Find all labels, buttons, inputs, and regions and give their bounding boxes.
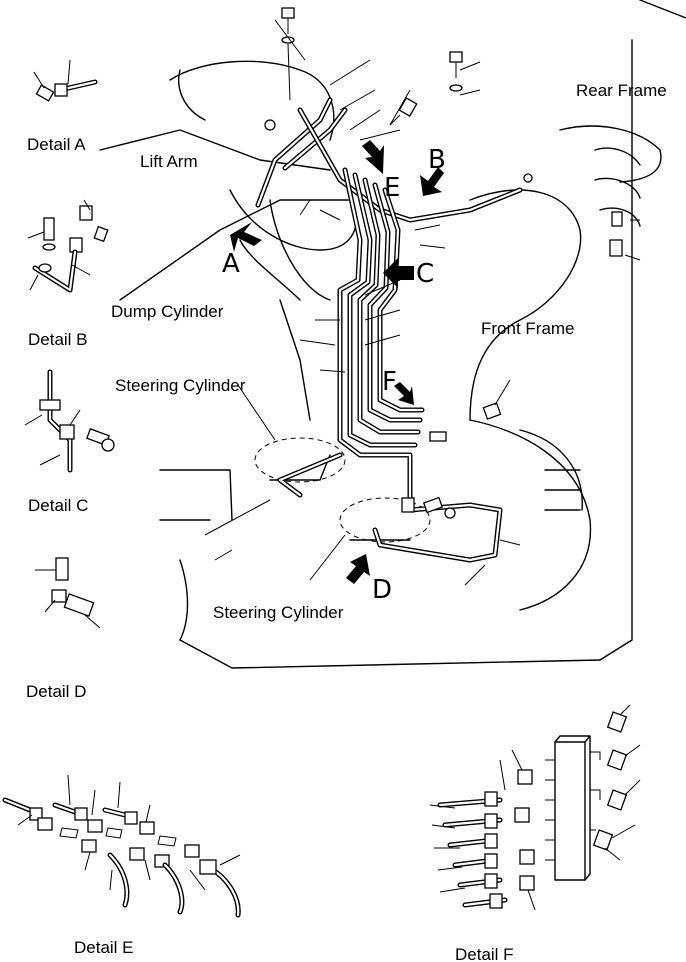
- callout-b: B: [428, 145, 446, 175]
- arrow-e: [362, 140, 384, 174]
- label-steering-cylinder-lower: Steering Cylinder: [213, 603, 344, 622]
- label-steering-cylinder-upper: Steering Cylinder: [115, 376, 246, 395]
- callout-arrows: [230, 140, 444, 584]
- detail-e-parts: [2, 774, 241, 918]
- label-detail-a: Detail A: [27, 135, 86, 154]
- detail-d-parts: [35, 557, 101, 629]
- label-lift-arm: Lift Arm: [140, 152, 198, 171]
- detail-b-parts: [27, 199, 109, 293]
- callout-d: D: [372, 575, 392, 605]
- label-detail-e: Detail E: [74, 938, 134, 957]
- machine-outline: [99, 0, 686, 669]
- leader-lines: [204, 19, 641, 586]
- detail-f-parts: [429, 704, 641, 911]
- detail-a-parts: [33, 59, 98, 102]
- arrow-c: [383, 258, 414, 288]
- callout-a: A: [222, 249, 240, 279]
- detail-c-parts: [24, 369, 115, 473]
- callout-e: E: [384, 173, 400, 203]
- pipe-bundle: [255, 97, 523, 563]
- arrow-a: [230, 222, 262, 252]
- arrow-f: [394, 382, 414, 405]
- label-detail-c: Detail C: [28, 496, 88, 515]
- rear-frame-fittings: [482, 211, 623, 420]
- label-front-frame: Front Frame: [481, 319, 575, 338]
- top-bolts: [264, 7, 533, 183]
- label-detail-f: Detail F: [455, 945, 514, 962]
- label-rear-frame: Rear Frame: [576, 81, 667, 100]
- callout-f: F: [382, 367, 397, 397]
- arrow-b: [420, 167, 444, 196]
- label-detail-d: Detail D: [26, 682, 86, 701]
- arrow-d: [346, 554, 370, 584]
- label-dump-cylinder: Dump Cylinder: [111, 302, 224, 321]
- label-detail-b: Detail B: [28, 330, 88, 349]
- callout-c: C: [416, 259, 434, 289]
